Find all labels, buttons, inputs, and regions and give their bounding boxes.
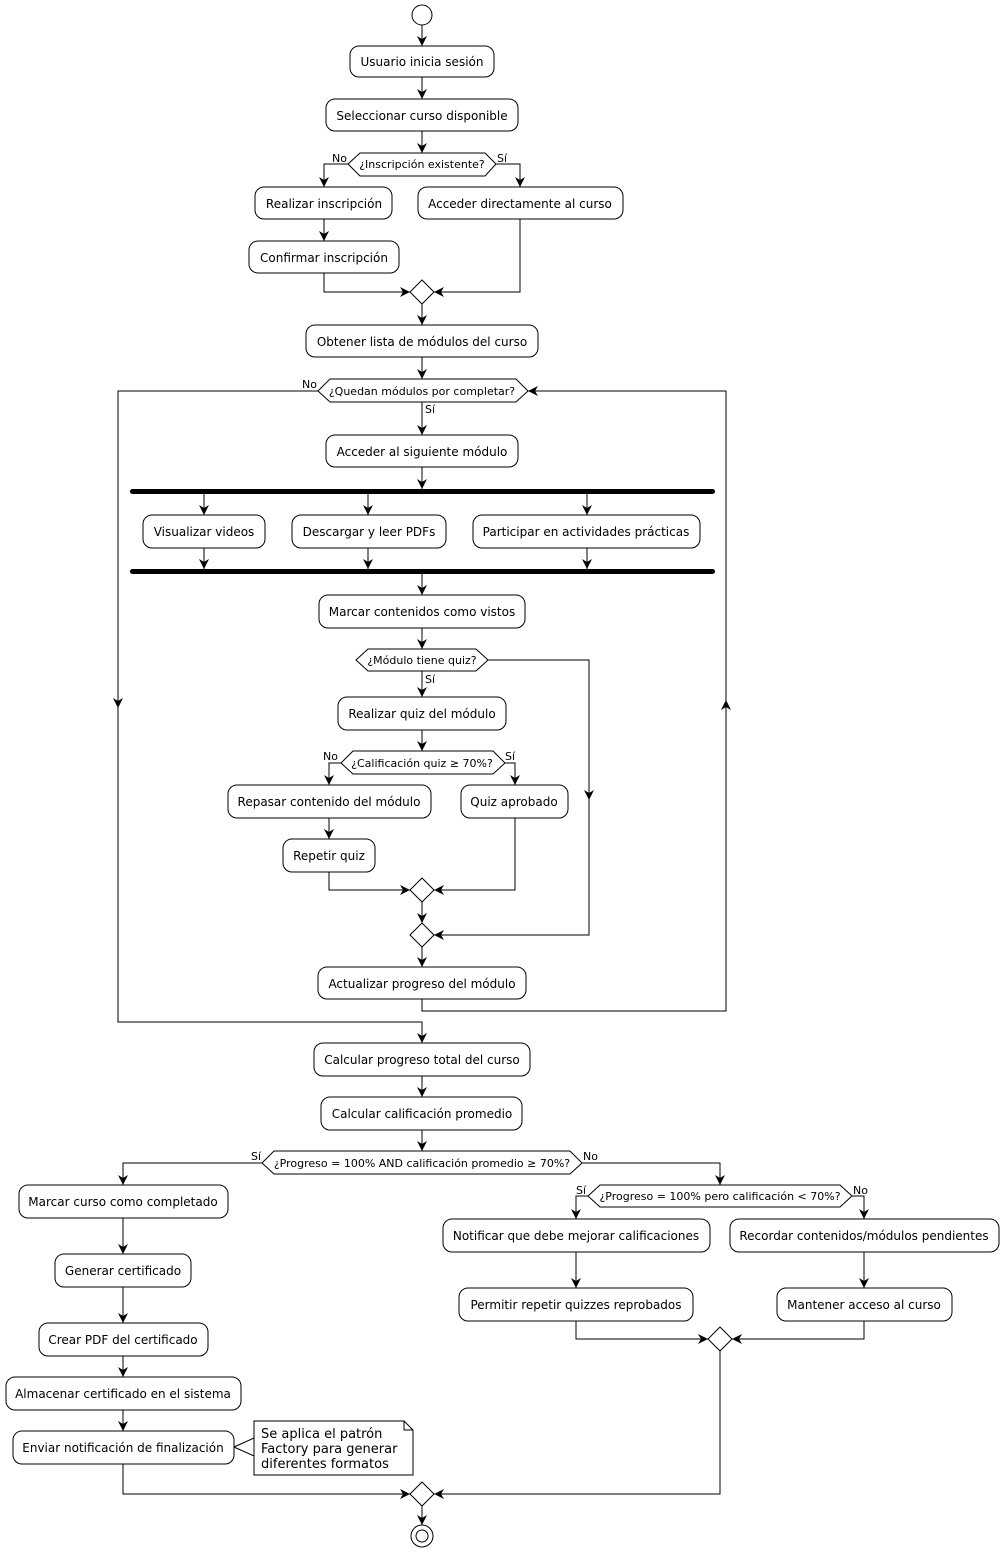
- activity-confirm-enroll-label: Confirmar inscripción: [260, 251, 388, 265]
- activity-notify-improve: Notificar que debe mejorar calificacione…: [442, 1218, 711, 1253]
- activity-do-quiz: Realizar quiz del módulo: [337, 696, 507, 731]
- activity-download-pdfs-label: Descargar y leer PDFs: [303, 525, 436, 539]
- activity-remind-pending: Recordar contenidos/módulos pendientes: [729, 1218, 1000, 1253]
- fork-bar: [130, 489, 715, 494]
- decision-partial-check-label: ¿Progreso = 100% pero calificación < 70%…: [599, 1190, 840, 1203]
- activity-quiz-passed-label: Quiz aprobado: [470, 795, 557, 809]
- activity-send-notif: Enviar notificación de finalización: [12, 1430, 235, 1465]
- decision-partial-check: ¿Progreso = 100% pero calificación < 70%…: [587, 1184, 853, 1208]
- activity-calc-total: Calcular progreso total del curso: [313, 1042, 531, 1077]
- activity-send-notif-label: Enviar notificación de finalización: [22, 1441, 223, 1455]
- activity-download-pdfs: Descargar y leer PDFs: [291, 514, 447, 549]
- decision-existing-enroll-label: ¿Inscripción existente?: [359, 158, 485, 171]
- label-yes-grade: Sí: [505, 750, 516, 763]
- activity-watch-videos-label: Visualizar videos: [154, 525, 255, 539]
- decision-has-quiz: ¿Módulo tiene quiz?: [355, 648, 489, 672]
- activity-enroll-label: Realizar inscripción: [266, 197, 382, 211]
- activity-repeat-quiz-label: Repetir quiz: [293, 849, 365, 863]
- activity-get-modules-label: Obtener lista de módulos del curso: [317, 335, 527, 349]
- decision-final-check: ¿Progreso = 100% AND calificación promed…: [261, 1150, 583, 1175]
- activity-direct-access-label: Acceder directamente al curso: [428, 197, 612, 211]
- merge-has-quiz-diamond: [409, 922, 435, 948]
- activity-calc-total-label: Calcular progreso total del curso: [324, 1053, 520, 1067]
- decision-has-quiz-label: ¿Módulo tiene quiz?: [367, 654, 476, 667]
- activity-create-pdf: Crear PDF del certificado: [38, 1322, 209, 1357]
- activity-review: Repasar contenido del módulo: [227, 784, 432, 819]
- start-node: [411, 4, 433, 26]
- activity-direct-access: Acceder directamente al curso: [417, 186, 624, 220]
- activity-calc-avg: Calcular calificación promedio: [320, 1096, 523, 1131]
- activity-keep-access: Mantener acceso al curso: [776, 1287, 953, 1322]
- activity-mark-seen: Marcar contenidos como vistos: [318, 594, 526, 629]
- decision-quiz-grade-label: ¿Calificación quiz ≥ 70%?: [351, 757, 493, 770]
- activity-confirm-enroll: Confirmar inscripción: [248, 240, 400, 274]
- activity-enroll: Realizar inscripción: [254, 186, 393, 220]
- activity-repeat-quiz: Repetir quiz: [282, 838, 376, 873]
- activity-select-course: Seleccionar curso disponible: [325, 98, 519, 132]
- activity-keep-access-label: Mantener acceso al curso: [787, 1298, 941, 1312]
- end-node: [410, 1524, 434, 1548]
- merge-partial-diamond: [707, 1326, 733, 1352]
- label-yes-modules: Sí: [425, 403, 436, 416]
- label-yes-final: Sí: [251, 1150, 262, 1163]
- activity-review-label: Repasar contenido del módulo: [238, 795, 421, 809]
- activity-next-module: Acceder al siguiente módulo: [325, 434, 519, 468]
- merge-enroll-diamond: [409, 279, 435, 305]
- label-no-grade: No: [323, 750, 338, 763]
- activity-remind-pending-label: Recordar contenidos/módulos pendientes: [739, 1229, 988, 1243]
- activity-login: Usuario inicia sesión: [349, 45, 495, 78]
- note-line-2: Factory para generar: [261, 1442, 398, 1457]
- activity-mark-complete: Marcar curso como completado: [18, 1184, 229, 1219]
- label-yes-quiz: Sí: [425, 673, 436, 686]
- activity-select-course-label: Seleccionar curso disponible: [336, 109, 507, 123]
- activity-notify-improve-label: Notificar que debe mejorar calificacione…: [453, 1229, 699, 1243]
- activity-do-quiz-label: Realizar quiz del módulo: [348, 707, 495, 721]
- label-yes-partial: Sí: [576, 1184, 587, 1197]
- activity-gen-cert-label: Generar certificado: [65, 1264, 181, 1278]
- activity-login-label: Usuario inicia sesión: [361, 55, 484, 69]
- label-no-modules: No: [302, 378, 317, 391]
- activity-gen-cert: Generar certificado: [54, 1253, 192, 1288]
- activity-store-cert-label: Almacenar certificado en el sistema: [15, 1387, 231, 1401]
- label-no-enroll: No: [332, 152, 347, 165]
- activity-allow-repeat: Permitir repetir quizzes reprobados: [458, 1287, 694, 1322]
- label-no-final: No: [583, 1150, 598, 1163]
- decision-modules-left-label: ¿Quedan módulos por completar?: [329, 385, 515, 398]
- label-yes-enroll: Sí: [497, 152, 508, 165]
- activity-next-module-label: Acceder al siguiente módulo: [337, 445, 508, 459]
- decision-modules-left: ¿Quedan módulos por completar?: [317, 378, 529, 403]
- note-factory: Se aplica el patrón Factory para generar…: [233, 1420, 414, 1476]
- decision-existing-enroll: ¿Inscripción existente?: [347, 152, 497, 177]
- activity-quiz-passed: Quiz aprobado: [460, 784, 569, 819]
- activity-mark-seen-label: Marcar contenidos como vistos: [329, 605, 515, 619]
- edges: [113, 25, 869, 1525]
- note-line-3: diferentes formatos: [261, 1457, 389, 1472]
- activity-store-cert: Almacenar certificado en el sistema: [5, 1376, 242, 1411]
- merge-final-diamond: [409, 1481, 435, 1507]
- label-no-partial: No: [853, 1184, 868, 1197]
- decision-quiz-grade: ¿Calificación quiz ≥ 70%?: [340, 750, 506, 775]
- activity-get-modules: Obtener lista de módulos del curso: [305, 324, 539, 358]
- activity-update-progress-label: Actualizar progreso del módulo: [328, 977, 515, 991]
- activity-watch-videos: Visualizar videos: [142, 514, 266, 549]
- activity-allow-repeat-label: Permitir repetir quizzes reprobados: [470, 1298, 681, 1312]
- activity-calc-avg-label: Calcular calificación promedio: [332, 1107, 513, 1121]
- activity-update-progress: Actualizar progreso del módulo: [317, 966, 527, 1000]
- decision-final-check-label: ¿Progreso = 100% AND calificación promed…: [274, 1157, 570, 1170]
- join-bar: [130, 569, 715, 574]
- activity-practice: Participar en actividades prácticas: [472, 514, 701, 549]
- activity-practice-label: Participar en actividades prácticas: [483, 525, 690, 539]
- merge-quiz-grade-diamond: [409, 877, 435, 903]
- activity-mark-complete-label: Marcar curso como completado: [28, 1195, 217, 1209]
- activity-create-pdf-label: Crear PDF del certificado: [48, 1333, 197, 1347]
- note-line-1: Se aplica el patrón: [261, 1427, 382, 1442]
